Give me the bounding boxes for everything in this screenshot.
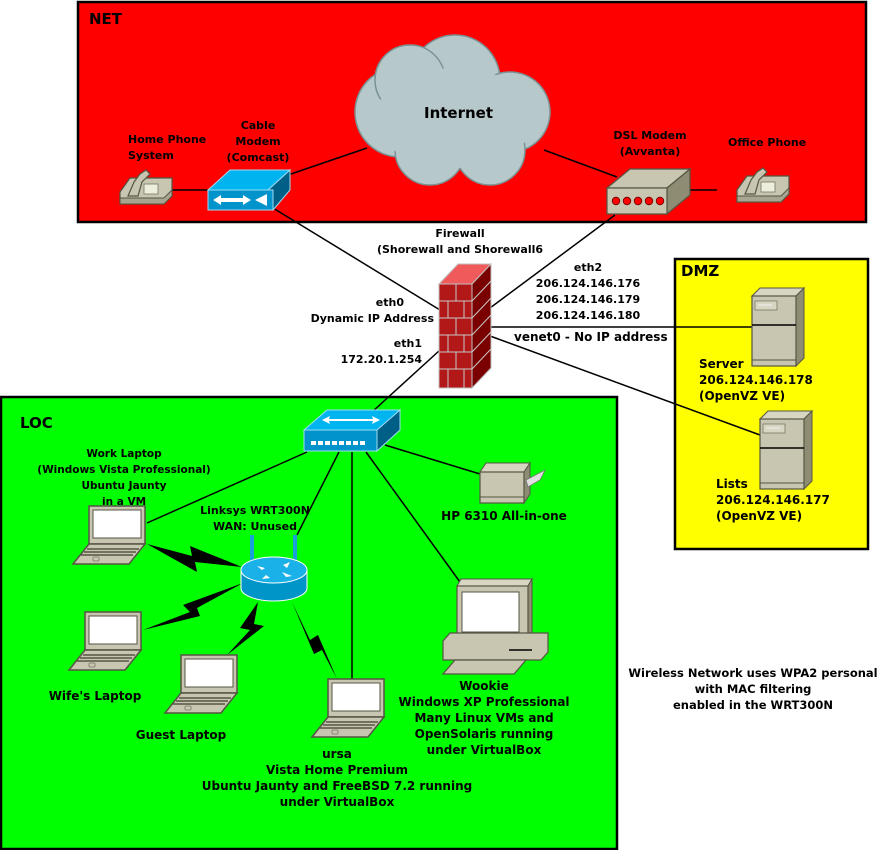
wireless-link-worklaptop	[147, 544, 242, 572]
guest-laptop-label-line: Guest Laptop	[135, 728, 227, 742]
home-phone-label-line: System	[128, 149, 174, 162]
printer-label: HP 6310 All-in-one	[434, 508, 574, 524]
link-internet-dsl	[543, 149, 618, 178]
wookie-desktop-icon	[441, 577, 549, 675]
work-laptop-label-line: Ubuntu Jaunty	[81, 480, 167, 492]
work-laptop-label-line: in a VM	[101, 496, 147, 508]
wireless-note: Wireless Network uses WPA2 personal with…	[624, 665, 881, 713]
printer-icon	[479, 461, 546, 505]
eth0-name: eth0	[375, 296, 404, 309]
office-phone-label-line: Office Phone	[728, 136, 807, 149]
office-phone-label: Office Phone	[728, 135, 806, 151]
firewall-icon	[437, 262, 493, 390]
router-label-line: Linksys WRT300N	[200, 504, 310, 517]
lists-label-line: Lists	[716, 477, 748, 491]
wireless-link-guestlaptop	[227, 602, 264, 655]
zone-net-title: NET	[89, 10, 123, 28]
wookie-label: Wookie Windows XP Professional Many Linu…	[396, 678, 572, 758]
cable-modem-label-line: Modem	[235, 135, 281, 148]
server-label-line: 206.124.146.178	[699, 373, 813, 387]
guest-laptop-label: Guest Laptop	[126, 727, 236, 743]
wookie-label-line: OpenSolaris running	[414, 727, 554, 741]
ursa-label-line: under VirtualBox	[279, 795, 395, 809]
server-label: Server 206.124.146.178 (OpenVZ VE)	[699, 356, 813, 404]
connections	[146, 147, 761, 679]
wookie-label-line: Many Linux VMs and	[414, 711, 554, 725]
link-switch-router	[296, 451, 340, 536]
firewall-label-line: (Shorewall and Shorewall6	[376, 243, 544, 256]
eth1-address: 172.20.1.254	[340, 353, 422, 366]
wifes-laptop-label-line: Wife's Laptop	[48, 689, 142, 703]
wireless-links	[143, 544, 337, 679]
eth2-address: 206.124.146.180	[535, 309, 641, 322]
wifes-laptop-label: Wife's Laptop	[40, 688, 150, 704]
wireless-link-wifeslaptop	[143, 583, 243, 630]
firewall-label: Firewall (Shorewall and Shorewall6	[370, 226, 550, 258]
server-label-line: (OpenVZ VE)	[699, 389, 786, 403]
eth0-label: eth0 Dynamic IP Address	[310, 295, 434, 327]
link-firewall-lists	[489, 335, 761, 436]
internet-cloud-icon	[354, 34, 551, 186]
link-switch-printer	[384, 444, 481, 475]
wireless-note-line: with MAC filtering	[694, 682, 812, 696]
link-firewall-switch-eth1	[371, 349, 441, 413]
home-phone-label-line: Home Phone	[128, 133, 207, 146]
cable-modem-icon	[206, 168, 292, 212]
link-switch-wookie	[365, 451, 461, 583]
wireless-note-line: enabled in the WRT300N	[672, 698, 834, 712]
eth1-name: eth1	[393, 337, 422, 350]
work-laptop-label-line: Work Laptop	[86, 448, 162, 460]
venet0-text: venet0 - No IP address	[514, 330, 668, 344]
dsl-modem-icon	[605, 167, 692, 216]
cable-modem-label-line: Cable	[240, 119, 276, 132]
ursa-label-line: Vista Home Premium	[266, 763, 408, 777]
printer-label-line: HP 6310 All-in-one	[441, 509, 567, 523]
internet-label: Internet	[424, 104, 494, 122]
wireless-router-icon	[240, 535, 308, 602]
dsl-modem-label: DSL Modem (Avvanta)	[610, 128, 690, 160]
firewall-label-line: Firewall	[435, 227, 485, 240]
link-dsl-firewall-eth2	[489, 214, 616, 309]
switch-icon	[302, 408, 402, 453]
work-laptop-label: Work Laptop (Windows Vista Professional)…	[34, 446, 214, 510]
lists-label-line: (OpenVZ VE)	[716, 509, 803, 523]
dsl-modem-label-line: (Avvanta)	[619, 145, 681, 158]
dsl-modem-label-line: DSL Modem	[613, 129, 687, 142]
eth2-label: eth2 206.124.146.176 206.124.146.179 206…	[533, 260, 643, 324]
zone-loc-shape	[0, 395, 619, 850]
cable-modem-label: Cable Modem (Comcast)	[219, 118, 297, 166]
eth1-label: eth1 172.20.1.254	[340, 336, 422, 368]
link-switch-worklaptop	[146, 451, 308, 524]
router-label: Linksys WRT300N WAN: Unused	[200, 503, 310, 535]
wireless-note-line: Wireless Network uses WPA2 personal	[628, 666, 878, 680]
cable-modem-label-line: (Comcast)	[226, 151, 290, 164]
eth2-address: 206.124.146.179	[535, 293, 641, 306]
wookie-label-line: under VirtualBox	[426, 743, 542, 757]
home-phone-label: Home Phone System	[128, 132, 206, 164]
venet0-label: venet0 - No IP address	[514, 329, 668, 345]
server-icon	[751, 287, 805, 367]
work-laptop-label-line: (Windows Vista Professional)	[37, 464, 211, 476]
eth2-address: 206.124.146.176	[535, 277, 641, 290]
link-cable-firewall-eth0	[272, 207, 441, 311]
wireless-link-ursa	[292, 602, 337, 679]
wookie-label-line: Windows XP Professional	[398, 695, 570, 709]
eth2-name: eth2	[573, 261, 603, 274]
router-label-line: WAN: Unused	[212, 520, 298, 533]
zone-dmz-title: DMZ	[681, 262, 720, 280]
ursa-label-line: ursa	[322, 747, 352, 761]
zone-loc-title: LOC	[20, 414, 53, 432]
link-cable-internet	[287, 147, 368, 176]
eth0-address: Dynamic IP Address	[310, 312, 434, 325]
ursa-label: ursa Vista Home Premium Ubuntu Jaunty an…	[190, 746, 484, 810]
lists-label: Lists 206.124.146.177 (OpenVZ VE)	[716, 476, 830, 524]
ursa-label-line: Ubuntu Jaunty and FreeBSD 7.2 running	[201, 779, 473, 793]
server-label-line: Server	[699, 357, 744, 371]
wookie-label-line: Wookie	[459, 679, 509, 693]
lists-label-line: 206.124.146.177	[716, 493, 830, 507]
